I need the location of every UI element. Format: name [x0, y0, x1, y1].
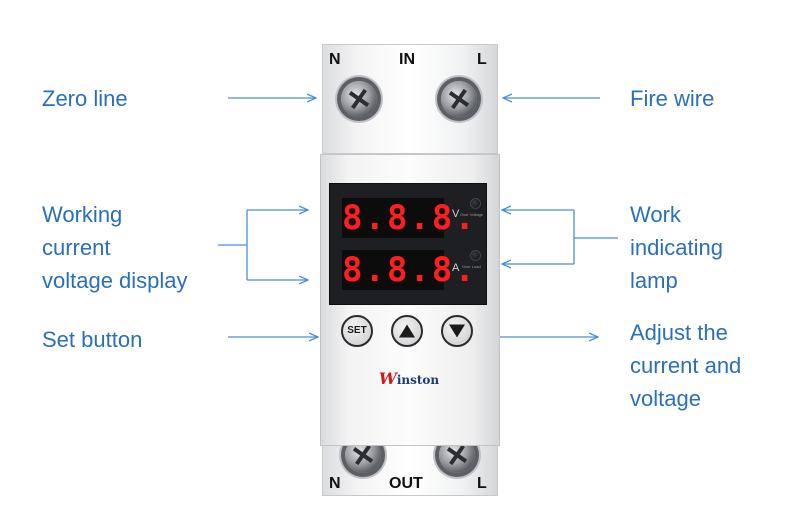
up-button[interactable]: [391, 315, 423, 347]
voltage-display: 8.8.8.: [342, 198, 477, 238]
over-load-lamp: [470, 250, 481, 261]
terminal-label-in: IN: [399, 51, 415, 68]
callout-work-lamp-line1: Work: [630, 202, 681, 227]
over-voltage-lamp: [470, 198, 481, 209]
callout-work-lamp: Work indicating lamp: [630, 198, 723, 297]
device-top-housing: N IN L: [322, 44, 498, 154]
callout-working-display: Working current voltage display: [42, 198, 188, 297]
callout-adjust-line3: voltage: [630, 386, 701, 411]
terminal-label-out: OUT: [389, 475, 423, 492]
brand-logo-initial: W: [378, 369, 397, 388]
device-front-panel: 8.8.8. 8.8.8. V A Over Voltage Over Load…: [320, 154, 500, 446]
callout-working-display-line2: current: [42, 235, 111, 260]
callout-adjust-line2: current and: [630, 353, 742, 378]
terminal-label-bottom-l: L: [477, 475, 487, 492]
terminal-label-top-n: N: [329, 51, 341, 68]
callout-zero-line-text: Zero line: [42, 86, 128, 111]
current-display: 8.8.8.: [342, 250, 477, 290]
callout-adjust: Adjust the current and voltage: [630, 316, 741, 415]
screw-terminal-top-left-icon[interactable]: [341, 81, 377, 117]
callout-set-button-text: Set button: [42, 327, 143, 352]
callout-set-button: Set button: [42, 323, 142, 356]
voltage-unit-label: V: [452, 208, 460, 220]
callout-adjust-line1: Adjust the: [630, 320, 728, 345]
triangle-down-icon: [449, 324, 465, 338]
callout-working-display-line1: Working: [42, 202, 123, 227]
screw-terminal-top-right-icon[interactable]: [441, 81, 477, 117]
callout-work-lamp-line2: indicating: [630, 235, 723, 260]
over-load-caption: Over Load: [462, 264, 481, 269]
brand-logo: Winston: [321, 369, 497, 388]
terminal-label-bottom-n: N: [329, 475, 341, 492]
callout-working-display-line3: voltage display: [42, 268, 188, 293]
display-panel: 8.8.8. 8.8.8. V A Over Voltage Over Load: [329, 183, 487, 305]
triangle-up-icon: [399, 324, 415, 338]
callout-work-lamp-line3: lamp: [630, 268, 678, 293]
voltage-protector-device: N IN L N OUT L 8.8.8. 8.8.8. V A Over Vo…: [320, 44, 500, 496]
set-button[interactable]: SET: [341, 315, 373, 347]
current-unit-label: A: [452, 262, 460, 274]
down-button[interactable]: [441, 315, 473, 347]
callout-fire-wire: Fire wire: [630, 82, 714, 115]
over-voltage-caption: Over Voltage: [460, 212, 484, 217]
terminal-label-top-l: L: [477, 51, 487, 68]
callout-fire-wire-text: Fire wire: [630, 86, 715, 111]
callout-zero-line: Zero line: [42, 82, 128, 115]
brand-logo-rest: inston: [396, 373, 440, 387]
